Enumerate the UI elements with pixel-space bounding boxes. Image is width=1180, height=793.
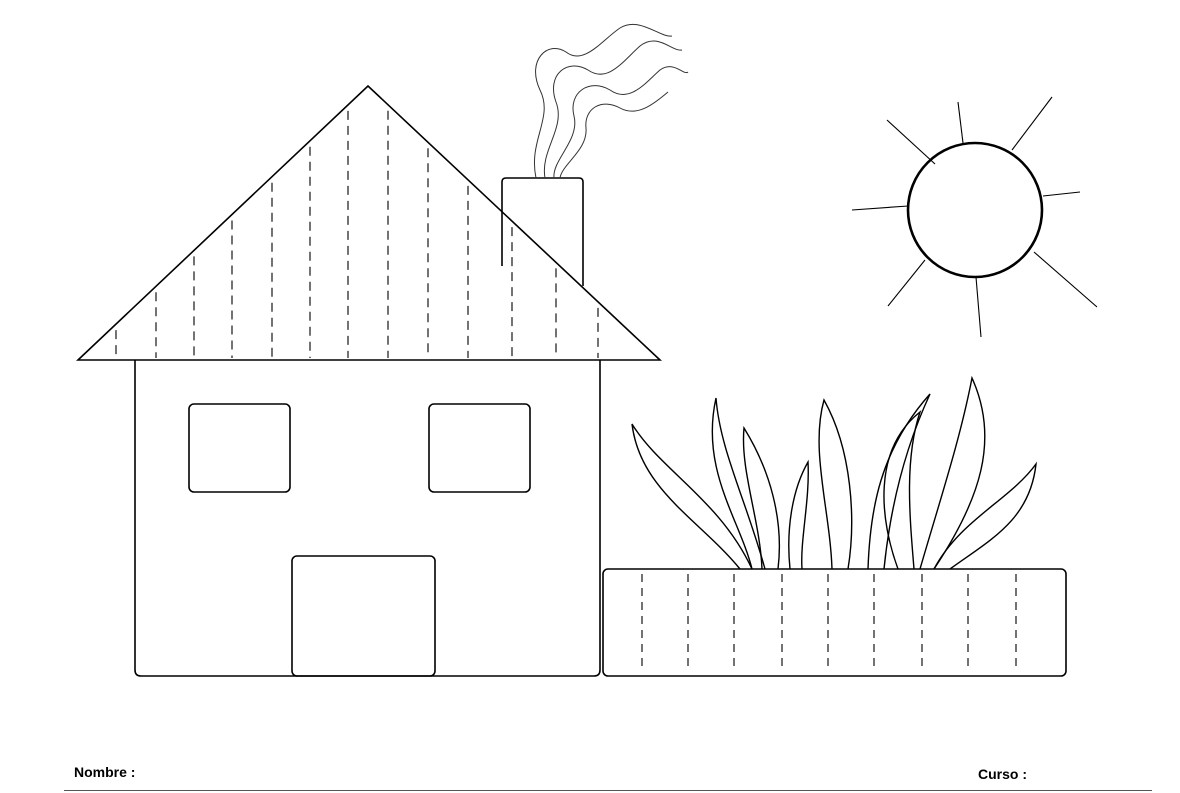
- plant-leaves: [631, 375, 1037, 570]
- smoke: [534, 23, 689, 179]
- door: [291, 555, 436, 677]
- left-window: [188, 403, 291, 493]
- sun-disc: [906, 141, 1044, 279]
- planter-dash-lines: [641, 574, 1017, 672]
- name-label: Nombre :: [74, 764, 136, 780]
- sun: [851, 96, 1098, 338]
- house: [75, 84, 663, 677]
- planter: [602, 568, 1067, 677]
- roof: [75, 84, 663, 361]
- roof-dash-lines: [115, 110, 599, 358]
- right-window: [428, 403, 531, 493]
- sun-rays: [851, 96, 1098, 338]
- footer-rule: [64, 790, 1152, 791]
- course-label: Curso :: [978, 766, 1027, 782]
- planter-box: [602, 568, 1067, 677]
- chimney: [501, 177, 584, 286]
